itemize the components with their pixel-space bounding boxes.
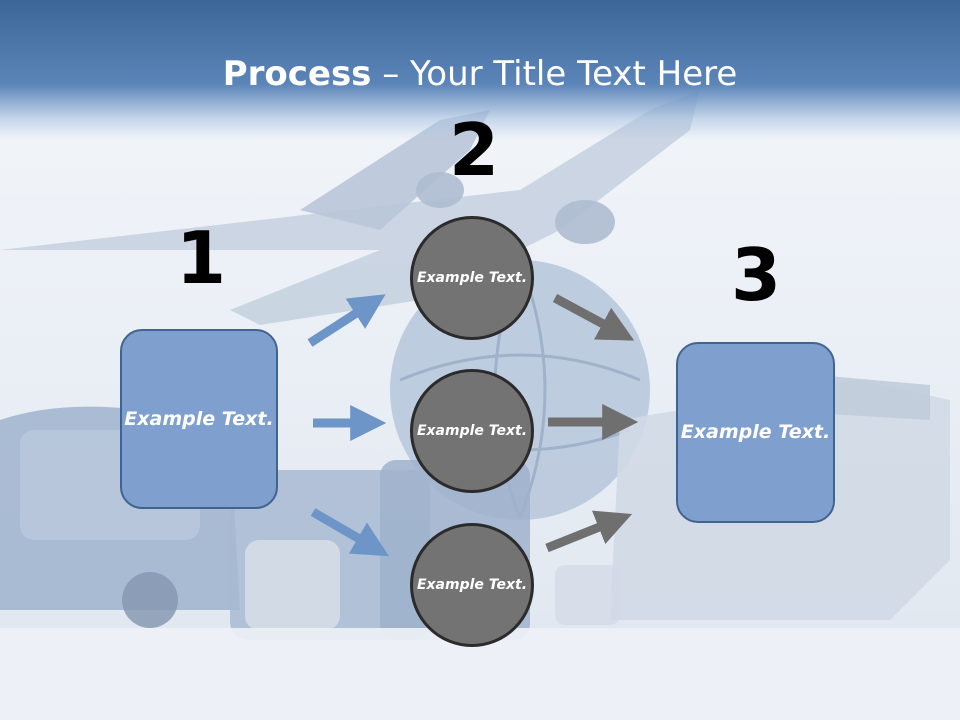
step-1-box: Example Text. (120, 329, 278, 509)
slide-title: Process – Your Title Text Here (0, 52, 960, 96)
step-number-2: 2 (449, 108, 500, 192)
circle-3-text: Example Text. (416, 576, 528, 593)
step-3-box: Example Text. (676, 342, 835, 523)
arrow-to-circle-1 (307, 294, 386, 347)
arrow-circle-3-to-box (545, 510, 633, 553)
step-2-circle-bottom: Example Text. (410, 523, 534, 647)
step-number-1: 1 (176, 216, 227, 300)
step-2-circle-middle: Example Text. (410, 369, 534, 493)
circle-2-text: Example Text. (416, 422, 528, 439)
title-bold: Process (222, 54, 372, 94)
circle-1-text: Example Text. (416, 269, 528, 286)
title-rest: – Your Title Text Here (371, 54, 738, 94)
arrow-circle-1-to-box (552, 294, 635, 341)
arrow-to-circle-3 (310, 508, 390, 557)
title-banner (0, 0, 960, 140)
step-number-3: 3 (731, 233, 782, 317)
step-1-text: Example Text. (124, 407, 274, 430)
step-3-text: Example Text. (680, 421, 831, 443)
step-2-circle-top: Example Text. (410, 216, 534, 340)
